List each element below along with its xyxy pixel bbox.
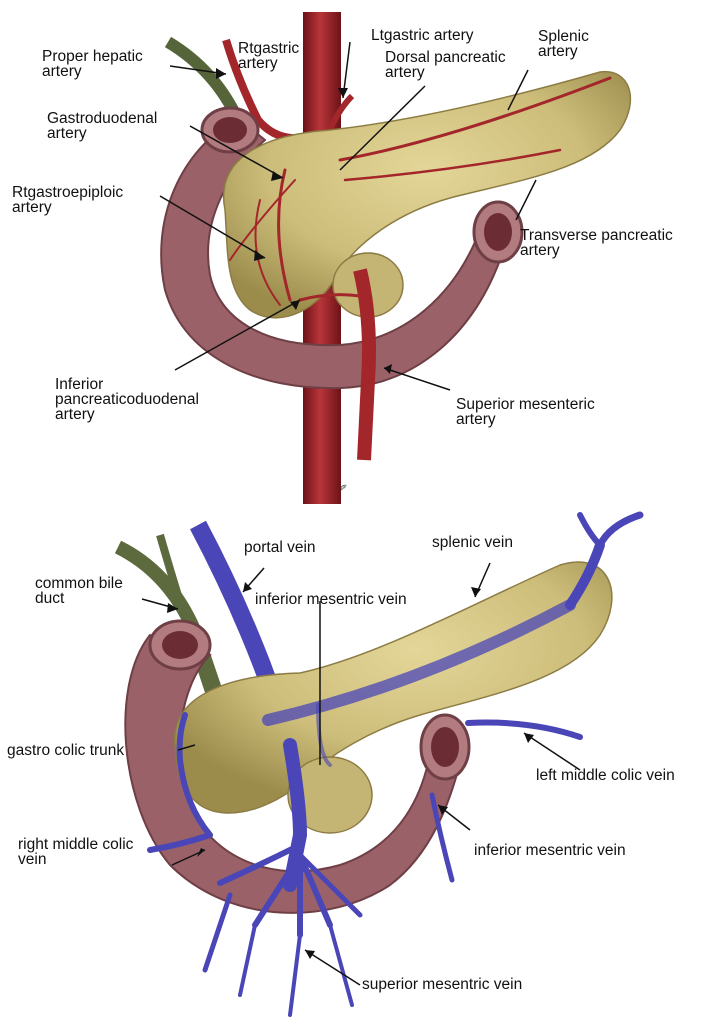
label-gastro-colic-trunk: gastro colic trunk <box>7 743 124 758</box>
label-superior-mesenteric-artery: Superior mesenteric artery <box>456 397 595 427</box>
label-splenic-vein: splenic vein <box>432 535 513 550</box>
label-right-middle-colic-vein: right middle colic vein <box>18 837 133 867</box>
arterial-anatomy-panel: ✎ Proper hepatic artery Rtgastric artery… <box>0 0 705 505</box>
artist-signature: ✎ <box>338 482 350 492</box>
label-gastroduodenal-artery: Gastroduodenal artery <box>47 111 157 141</box>
label-portal-vein: portal vein <box>244 540 316 555</box>
label-inferior-mesentric-vein-lower: inferior mesentric vein <box>474 843 626 858</box>
duodenum-lumen-left <box>213 117 247 143</box>
venous-anatomy-panel: portal vein common bile duct splenic vei… <box>0 505 705 1029</box>
label-left-middle-colic-vein: left middle colic vein <box>536 768 675 783</box>
label-lt-gastric-artery: Ltgastric artery <box>371 28 474 43</box>
duodenum-lumen-left <box>162 631 198 659</box>
label-dorsal-pancreatic-artery: Dorsal pancreatic artery <box>385 50 506 80</box>
label-proper-hepatic-artery: Proper hepatic artery <box>42 49 143 79</box>
label-rt-gastric-artery: Rtgastric artery <box>238 41 299 71</box>
label-superior-mesentric-vein: superior mesentric vein <box>362 977 522 992</box>
label-common-bile-duct: common bile duct <box>35 576 123 606</box>
label-inferior-mesentric-vein-upper: inferior mesentric vein <box>255 592 407 607</box>
label-splenic-artery: Splenic artery <box>538 29 589 59</box>
label-transverse-pancreatic-artery: Transverse pancreatic artery <box>520 228 673 258</box>
label-rt-gastroepiploic-artery: Rtgastroepiploic artery <box>12 185 123 215</box>
label-inferior-pancreaticoduodenal-artery: Inferior pancreaticoduodenal artery <box>55 377 199 422</box>
duodenum-lumen-right <box>431 727 459 767</box>
duodenum-lumen-right <box>484 213 512 251</box>
